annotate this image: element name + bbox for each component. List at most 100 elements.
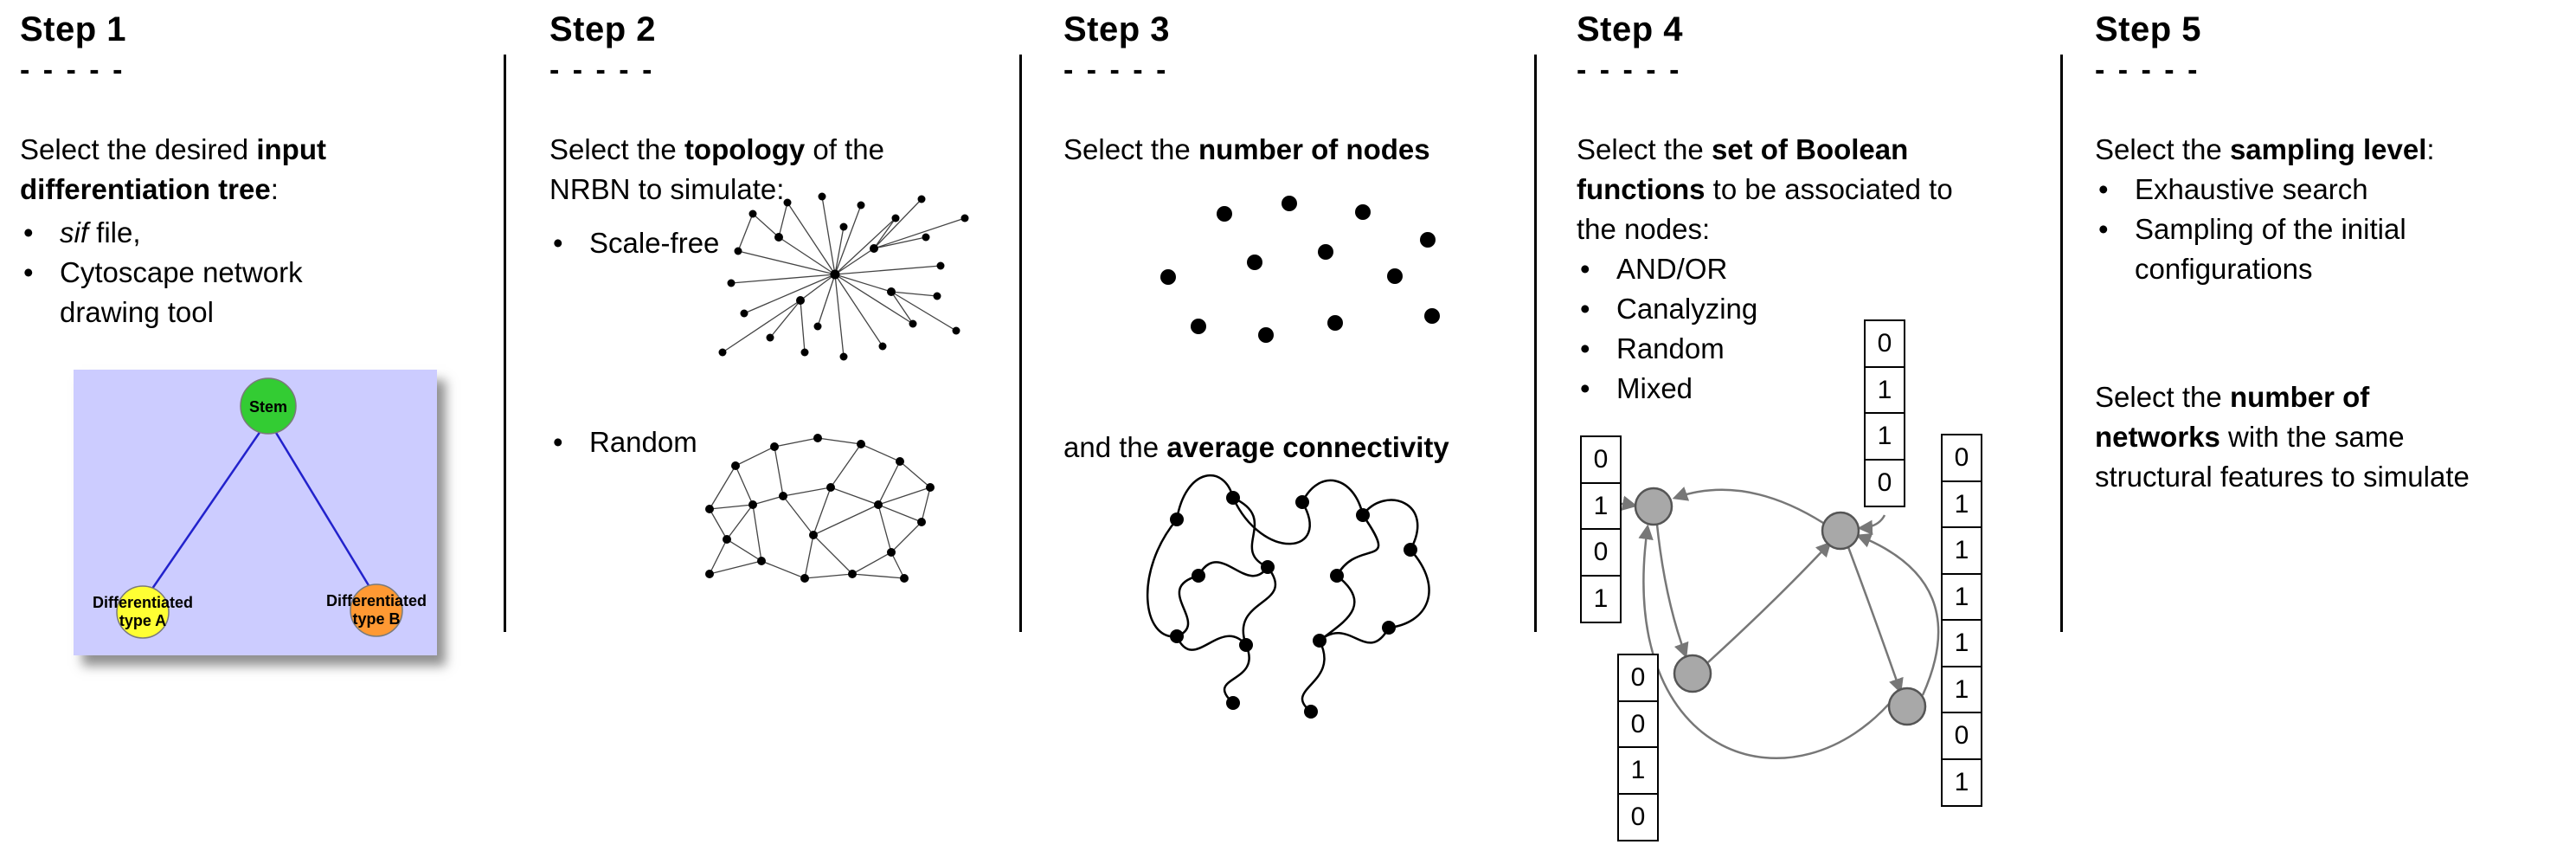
boolean-node-c bbox=[1673, 654, 1712, 693]
step-5-dashes: - - - - - bbox=[2095, 54, 2200, 87]
random-network-svg bbox=[705, 434, 935, 583]
step-4-dashes: - - - - - bbox=[1577, 54, 1682, 87]
type-a-node bbox=[116, 585, 170, 639]
differentiation-tree-svg: Stem Differentiated type A Differentiate… bbox=[93, 377, 427, 639]
sif-rest: file, bbox=[88, 216, 141, 248]
truth-table-cell: 1 bbox=[1941, 665, 1982, 714]
differentiation-tree-image: Stem Differentiated type A Differentiate… bbox=[74, 370, 437, 655]
step-3-column: Step 3 - - - - - Select the number of no… bbox=[1063, 0, 1535, 851]
bullet-scale-free: Scale-free bbox=[549, 223, 719, 263]
step-1-intro-text-2: : bbox=[270, 173, 279, 205]
connectivity-dots bbox=[1170, 491, 1417, 719]
node-dots bbox=[1160, 196, 1440, 343]
nodes-dots-image bbox=[1125, 186, 1480, 403]
boolean-nodes bbox=[1634, 487, 1927, 726]
bullet-canalyzing: Canalyzing bbox=[1577, 289, 1757, 329]
truth-table-cell: 1 bbox=[1941, 572, 1982, 622]
step-1-dashes: - - - - - bbox=[20, 54, 125, 87]
step-2-dashes: - - - - - bbox=[549, 54, 655, 87]
boolean-network-svg bbox=[1621, 487, 1940, 760]
boolean-node-b bbox=[1821, 511, 1860, 551]
type-b-label-2: type B bbox=[352, 610, 400, 628]
bullet-and-or: AND/OR bbox=[1577, 249, 1757, 289]
step-3-dashes: - - - - - bbox=[1063, 54, 1169, 87]
truth-table-cell: 1 bbox=[1580, 481, 1622, 531]
bullet-random: Random bbox=[549, 422, 697, 462]
truth-table-cell: 0 bbox=[1864, 319, 1905, 368]
step-1-title: Step 1 bbox=[20, 10, 127, 48]
connectivity-edges bbox=[1146, 474, 1430, 713]
step-4-intro: Select the set of Boolean functions to b… bbox=[1577, 133, 1953, 245]
stem-label: Stem bbox=[249, 398, 287, 416]
truth-table-cell: 0 bbox=[1864, 458, 1905, 507]
bullet-sif-file: sif file, bbox=[20, 213, 303, 253]
bullet-cytoscape: Cytoscape network drawing tool bbox=[20, 253, 303, 332]
divider-1 bbox=[504, 55, 506, 632]
random-network-image bbox=[684, 414, 956, 607]
stem-node bbox=[240, 377, 297, 435]
step-2-column: Step 2 - - - - - Select the topology of … bbox=[549, 0, 1021, 851]
truth-table-cell: 1 bbox=[1941, 480, 1982, 529]
step-2-title: Step 2 bbox=[549, 10, 657, 48]
step-4-title: Step 4 bbox=[1577, 10, 1684, 48]
step-3-intro: Select the number of nodes bbox=[1063, 133, 1430, 165]
step-1-column: Step 1 - - - - - Select the desired inpu… bbox=[20, 0, 496, 851]
truth-table-cell: 1 bbox=[1941, 758, 1982, 807]
truth-table-cell: 0 bbox=[1617, 699, 1659, 749]
scale-free-network-svg bbox=[718, 192, 969, 361]
truth-table-cell: 0 bbox=[1580, 435, 1622, 484]
bullet-mixed: Mixed bbox=[1577, 369, 1757, 409]
connectivity-network-svg bbox=[1146, 474, 1430, 719]
divider-4 bbox=[2060, 55, 2063, 632]
step-4-column: Step 4 - - - - - Select the set of Boole… bbox=[1537, 0, 2056, 851]
step-2-intro: Select the topology of the NRBN to simul… bbox=[549, 133, 884, 205]
truth-table-cell: 1 bbox=[1580, 574, 1622, 623]
step-5-column: Step 5 - - - - - Select the sampling lev… bbox=[2095, 0, 2576, 851]
truth-table-cell: 1 bbox=[1617, 746, 1659, 795]
truth-table-cell: 1 bbox=[1941, 619, 1982, 667]
step-5-paragraph-2: Select the number of networks with the s… bbox=[2095, 381, 2470, 493]
truth-table-cell: 0 bbox=[1941, 434, 1982, 482]
truth-table-cell: 1 bbox=[1941, 526, 1982, 575]
divider-3 bbox=[1534, 55, 1537, 632]
truth-table-cell: 1 bbox=[1864, 412, 1905, 461]
step-1-bullet-list: sif file, Cytoscape network drawing tool bbox=[20, 213, 303, 332]
boolean-node-d bbox=[1887, 687, 1927, 726]
type-b-label-1: Differentiated bbox=[326, 592, 427, 609]
bullet-sampling-initial: Sampling of the initial configurations bbox=[2095, 210, 2406, 289]
step-1-intro-text: Select the desired bbox=[20, 133, 257, 165]
bullet-exhaustive-search: Exhaustive search bbox=[2095, 170, 2406, 210]
random-edges bbox=[709, 437, 931, 579]
divider-2 bbox=[1019, 55, 1022, 632]
truth-table-cell: 0 bbox=[1617, 654, 1659, 702]
step-1-intro: Select the desired input differentiation… bbox=[20, 130, 326, 210]
connectivity-network-image bbox=[1125, 467, 1454, 740]
step-5-intro: Select the sampling level: bbox=[2095, 133, 2435, 165]
truth-table-cell: 0 bbox=[1580, 528, 1622, 577]
step-1-intro-bold: input bbox=[256, 133, 326, 165]
type-b-node bbox=[350, 583, 403, 637]
type-a-label-2: type A bbox=[119, 612, 166, 629]
nodes-dots-svg bbox=[1160, 196, 1440, 343]
boolean-node-a bbox=[1634, 487, 1673, 526]
step-3-title: Step 3 bbox=[1063, 10, 1171, 48]
sif-italic: sif bbox=[60, 216, 88, 248]
scale-free-dots bbox=[718, 192, 969, 361]
truth-table-cell: 0 bbox=[1617, 792, 1659, 841]
step-4-bullet-list: AND/OR Canalyzing Random Mixed bbox=[1577, 249, 1757, 409]
type-a-label-1: Differentiated bbox=[93, 594, 193, 611]
scale-free-network-image bbox=[705, 184, 975, 394]
boolean-arrows bbox=[1621, 487, 1940, 760]
tree-edge-left bbox=[143, 419, 270, 601]
bullet-random-functions: Random bbox=[1577, 329, 1757, 369]
random-dots bbox=[705, 434, 935, 583]
step-5-bullet-list: Exhaustive search Sampling of the initia… bbox=[2095, 170, 2406, 289]
scale-free-edges bbox=[722, 196, 966, 358]
step-5-title: Step 5 bbox=[2095, 10, 2202, 48]
